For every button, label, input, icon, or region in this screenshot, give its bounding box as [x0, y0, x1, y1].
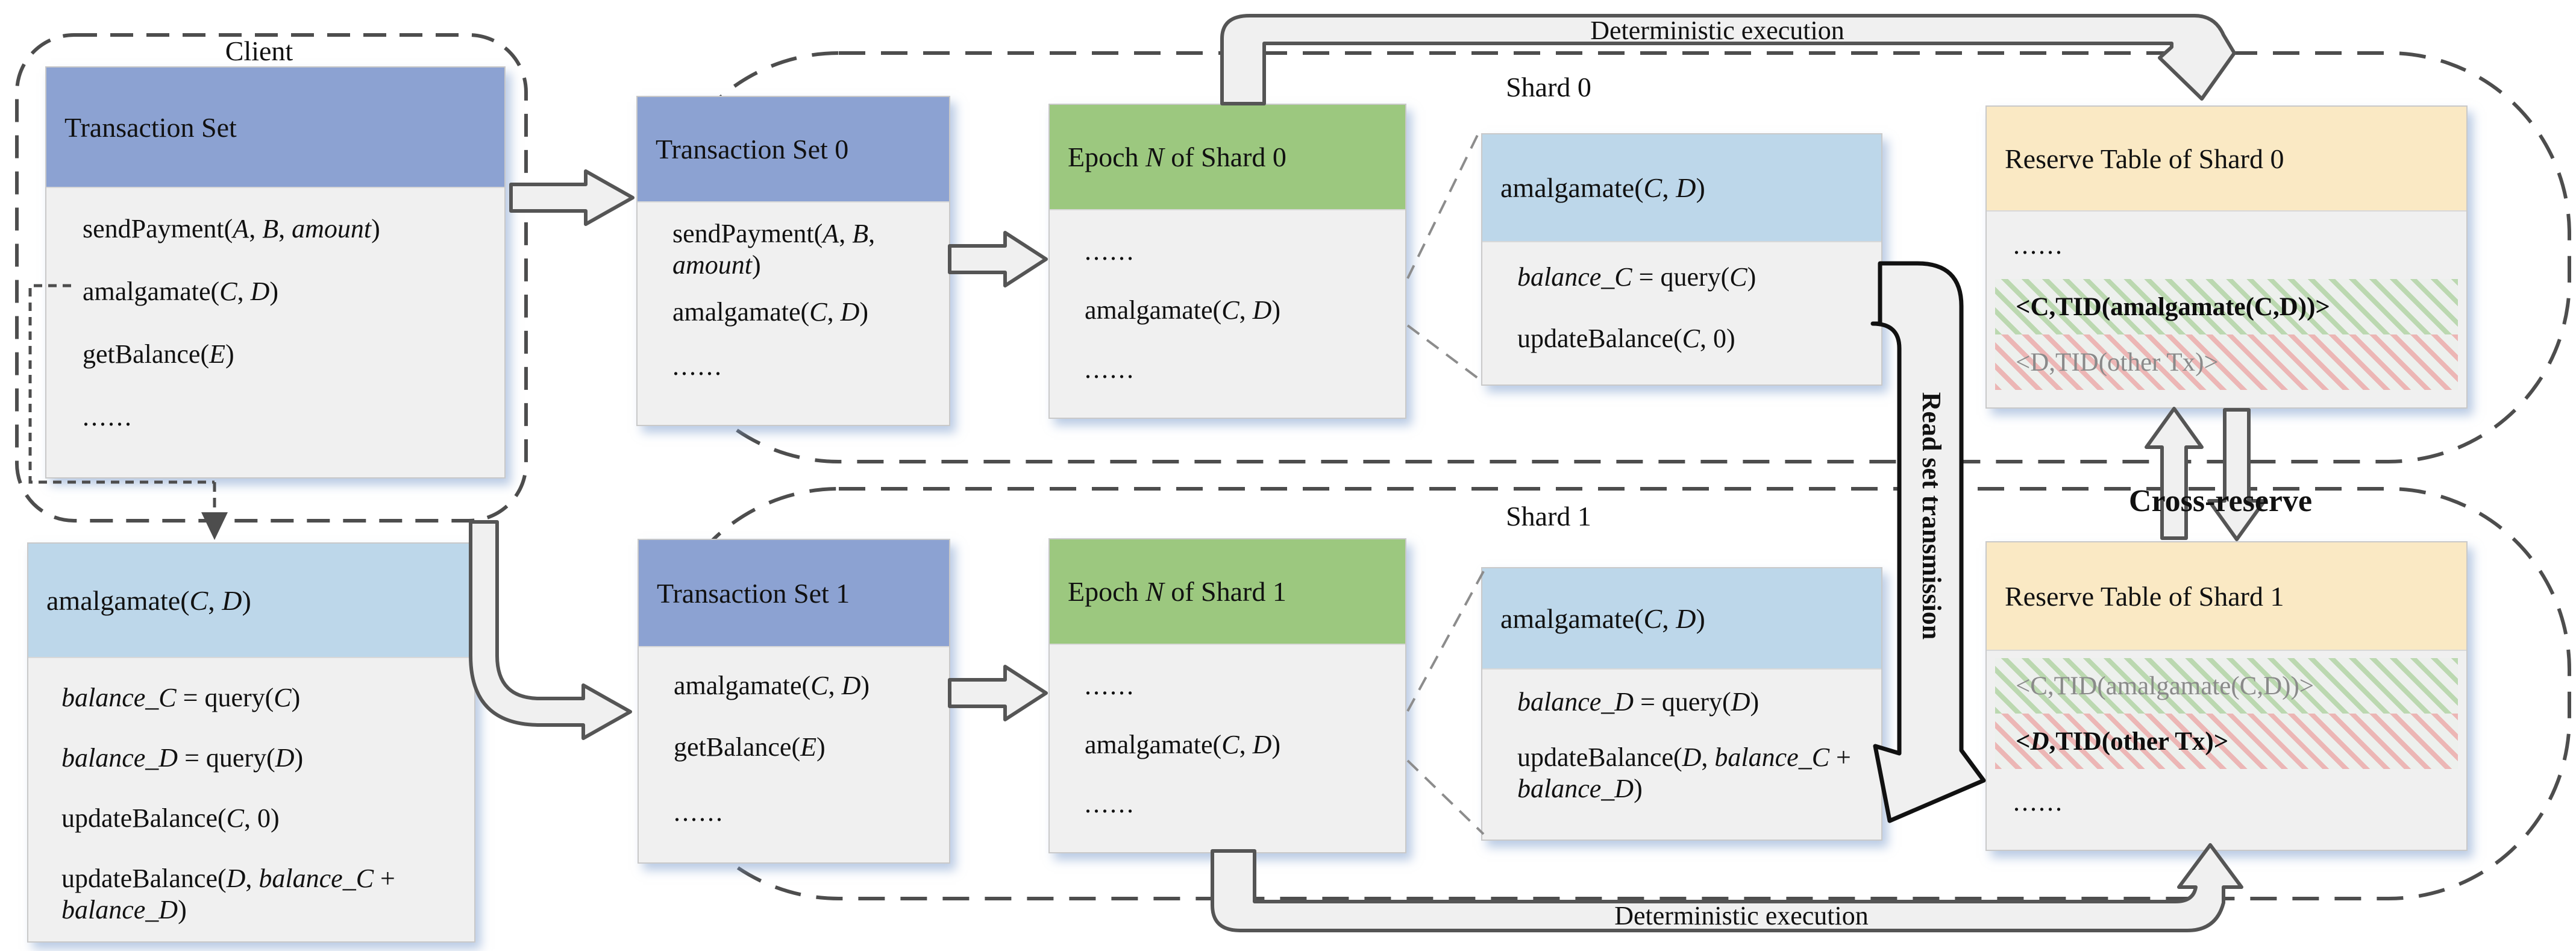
amalgamate-shard0-body: balance_C = query(C) updateBalance(C, 0) — [1482, 242, 1881, 382]
reserve-table-0-header: Reserve Table of Shard 0 — [1987, 107, 2466, 212]
transaction-set-1-body: amalgamate(C, D) getBalance(E) ...... — [639, 647, 949, 860]
client-transaction-set-body: sendPayment(A, B, amount) amalgamate(C, … — [46, 188, 504, 475]
amalgamate-shard0-header: amalgamate(C, D) — [1482, 134, 1881, 242]
list-item: balance_D = query(D) — [1517, 687, 1760, 717]
client-amalgamate-detail-header: amalgamate(C, D) — [28, 544, 474, 658]
deterministic-execution-top-label: Deterministic execution — [1590, 16, 1844, 45]
read-set-transmission-label: Read set transmission — [1917, 392, 1946, 640]
epoch-shard0-header: Epoch N of Shard 0 — [1050, 105, 1405, 210]
epoch1-callout-line-top — [1406, 571, 1485, 712]
reserve-table-1-body: <C,TID(amalgamate(C,D))> <D,TID(other Tx… — [1987, 651, 2466, 847]
client-transaction-set-header: Transaction Set — [46, 67, 504, 188]
list-item: ...... — [1085, 788, 1135, 818]
epoch-shard1-header: Epoch N of Shard 1 — [1050, 539, 1405, 645]
amalgamate-shard1-box: amalgamate(C, D) balance_D = query(D) up… — [1481, 567, 1882, 841]
client-amalgamate-detail-body: balance_C = query(C) balance_D = query(D… — [28, 658, 474, 939]
transaction-set-0-title: Transaction Set 0 — [656, 134, 849, 165]
reserve-entry: <C,TID(amalgamate(C,D))> — [2016, 292, 2330, 321]
reserve-table-0-box: Reserve Table of Shard 0 ...... <C,TID(a… — [1985, 105, 2468, 409]
list-item: ...... — [1085, 354, 1135, 384]
client-amalgamate-callout-arrowhead — [201, 512, 228, 540]
list-item: sendPayment(A, B, amount) — [672, 219, 876, 280]
list-item: amalgamate(C, D) — [672, 297, 868, 327]
shard1-label: Shard 1 — [1506, 501, 1591, 532]
list-item: ...... — [2013, 787, 2064, 817]
arrow-ts0-to-epoch0 — [948, 231, 1048, 287]
list-item: amalgamate(C, D) — [83, 276, 278, 306]
list-item: amalgamate(C, D) — [1085, 295, 1280, 325]
reserve-entry: <C,TID(amalgamate(C,D))> — [2016, 671, 2314, 700]
reserve-row-green: <C,TID(amalgamate(C,D))> — [1995, 279, 2458, 334]
list-item: updateBalance(D, balance_C + balance_D) — [61, 863, 395, 924]
transaction-set-1-title: Transaction Set 1 — [657, 577, 850, 609]
deterministic-execution-bottom-label: Deterministic execution — [1614, 901, 1869, 931]
client-transaction-set-box: Transaction Set sendPayment(A, B, amount… — [45, 66, 506, 479]
list-item: ...... — [674, 797, 724, 827]
list-item: balance_C = query(C) — [61, 683, 301, 712]
list-item: sendPayment(A, B, amount) — [83, 214, 380, 243]
reserve-entry: <D,TID(other Tx)> — [2016, 727, 2229, 756]
epoch-shard0-box: Epoch N of Shard 0 ...... amalgamate(C, … — [1048, 104, 1406, 419]
reserve-table-0-title: Reserve Table of Shard 0 — [2005, 143, 2284, 174]
reserve-table-0-body: ...... <C,TID(amalgamate(C,D))> <D,TID(o… — [1987, 212, 2466, 405]
list-item: amalgamate(C, D) — [674, 671, 870, 700]
list-item: updateBalance(C, 0) — [1517, 323, 1735, 353]
transaction-set-0-header: Transaction Set 0 — [638, 97, 949, 202]
client-amalgamate-detail-title: amalgamate(C, D) — [46, 585, 251, 616]
client-label: Client — [225, 36, 293, 66]
list-item: amalgamate(C, D) — [1085, 729, 1280, 759]
cross-reserve-label: Cross-reserve — [2128, 484, 2313, 518]
reserve-table-1-box: Reserve Table of Shard 1 <C,TID(amalgama… — [1985, 541, 2468, 851]
epoch0-callout-line-bottom — [1406, 324, 1481, 381]
list-item: ...... — [83, 401, 133, 432]
list-item: ...... — [1085, 236, 1135, 266]
epoch-shard0-title: Epoch N of Shard 0 — [1068, 142, 1286, 172]
epoch-shard1-box: Epoch N of Shard 1 ...... amalgamate(C, … — [1048, 538, 1406, 853]
amalgamate-shard1-body: balance_D = query(D) updateBalance(D, ba… — [1482, 670, 1881, 837]
arrow-client-to-ts0 — [509, 169, 635, 226]
reserve-table-1-title: Reserve Table of Shard 1 — [2005, 580, 2284, 612]
list-item: getBalance(E) — [83, 339, 234, 369]
reserve-row-red: <D,TID(other Tx)> — [1995, 334, 2458, 390]
epoch0-callout-line-top — [1406, 130, 1481, 279]
amalgamate-shard1-title: amalgamate(C, D) — [1500, 603, 1705, 634]
reserve-row-green: <C,TID(amalgamate(C,D))> — [1995, 658, 2458, 714]
list-item: balance_C = query(C) — [1517, 262, 1757, 292]
list-item: updateBalance(D, balance_C + balance_D) — [1517, 742, 1851, 803]
transaction-set-0-box: Transaction Set 0 sendPayment(A, B, amou… — [636, 96, 950, 426]
reserve-table-1-header: Reserve Table of Shard 1 — [1987, 542, 2466, 651]
transaction-set-1-header: Transaction Set 1 — [639, 540, 949, 647]
list-item: ...... — [672, 351, 723, 381]
amalgamate-shard0-title: amalgamate(C, D) — [1500, 172, 1705, 203]
amalgamate-shard1-header: amalgamate(C, D) — [1482, 568, 1881, 670]
amalgamate-shard0-box: amalgamate(C, D) balance_C = query(C) up… — [1481, 133, 1882, 386]
client-amalgamate-detail-box: amalgamate(C, D) balance_C = query(C) ba… — [27, 542, 475, 943]
epoch-shard1-title: Epoch N of Shard 1 — [1068, 576, 1286, 607]
epoch-shard0-body: ...... amalgamate(C, D) ...... — [1050, 210, 1405, 415]
transaction-set-1-box: Transaction Set 1 amalgamate(C, D) getBa… — [638, 539, 950, 864]
arrow-client-to-ts1-curved — [469, 520, 632, 740]
epoch1-callout-line-bottom — [1406, 759, 1485, 835]
shard0-label: Shard 0 — [1506, 72, 1591, 102]
reserve-row-red: <D,TID(other Tx)> — [1995, 714, 2458, 769]
transaction-set-0-body: sendPayment(A, B, amount) amalgamate(C, … — [638, 202, 949, 422]
reserve-entry: <D,TID(other Tx)> — [2016, 348, 2219, 377]
arrow-ts1-to-epoch1 — [948, 665, 1048, 721]
epoch-shard1-body: ...... amalgamate(C, D) ...... — [1050, 645, 1405, 850]
client-transaction-set-title: Transaction Set — [64, 111, 237, 143]
arrow-cross-reserve-down — [2207, 408, 2266, 541]
list-item: balance_D = query(D) — [61, 742, 304, 773]
list-item: getBalance(E) — [674, 732, 826, 762]
list-item: ...... — [1085, 671, 1135, 700]
list-item: ...... — [2013, 230, 2064, 260]
list-item: updateBalance(C, 0) — [61, 803, 280, 833]
